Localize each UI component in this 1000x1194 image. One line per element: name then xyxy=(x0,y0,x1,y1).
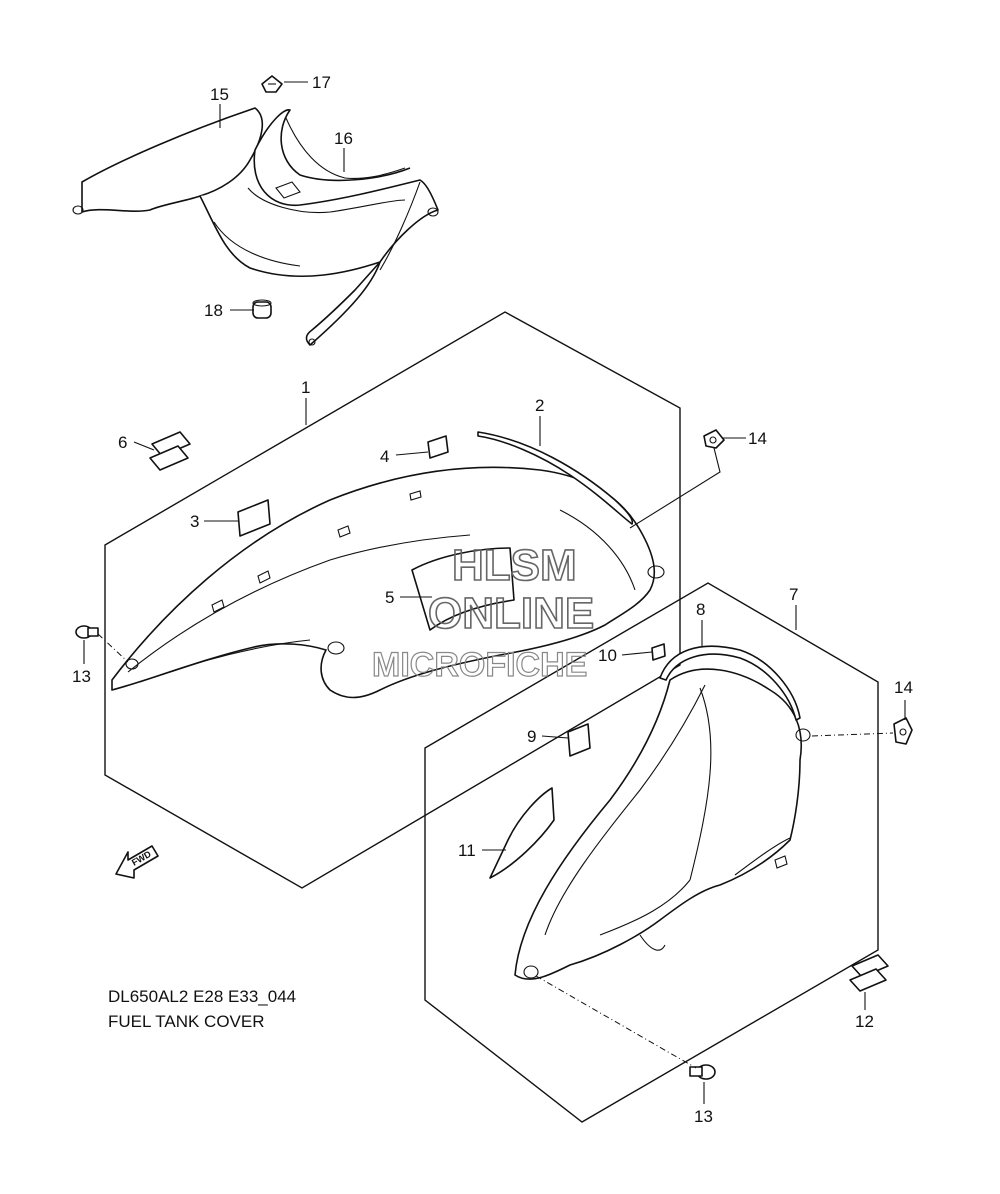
leader-lines xyxy=(83,81,906,1104)
emblem-part-12 xyxy=(849,954,889,992)
callout-5: 5 xyxy=(385,588,394,607)
model-code: DL650AL2 E28 E33_044 xyxy=(108,987,296,1006)
pad-part-10 xyxy=(651,643,666,661)
label-part-11 xyxy=(489,787,555,879)
pad-part-4 xyxy=(427,435,449,459)
callout-14-lower: 14 xyxy=(894,678,913,697)
callout-1: 1 xyxy=(301,378,310,397)
callout-17: 17 xyxy=(312,73,331,92)
callout-16: 16 xyxy=(334,129,353,148)
emblem-part-6 xyxy=(149,431,191,471)
screw-part-13-lower xyxy=(689,1064,716,1080)
callout-9: 9 xyxy=(527,727,536,746)
callout-3: 3 xyxy=(190,512,199,531)
inner-cover-part-15-16 xyxy=(72,107,439,346)
callout-13-upper: 13 xyxy=(72,667,91,686)
group-frame-7 xyxy=(424,582,879,1123)
callout-14-upper: 14 xyxy=(748,429,767,448)
watermark-line-1: HLSM xyxy=(452,541,577,590)
grommet-part-18 xyxy=(252,299,272,319)
callout-4: 4 xyxy=(380,447,389,466)
callout-12: 12 xyxy=(855,1012,874,1031)
callout-10: 10 xyxy=(598,646,617,665)
label-part-3 xyxy=(237,499,271,537)
clip-part-17 xyxy=(261,75,283,93)
watermark: HLSM ONLINE MICROFICHE xyxy=(371,540,595,684)
label-part-5 xyxy=(411,547,515,631)
callout-13-lower: 13 xyxy=(694,1107,713,1126)
fuel-tank-cover-part-1 xyxy=(111,466,665,699)
side-cover-part-7 xyxy=(514,668,811,980)
callout-11: 11 xyxy=(458,841,476,860)
diagram-title: FUEL TANK COVER xyxy=(108,1012,265,1031)
nut-part-14-upper xyxy=(703,429,725,449)
nut-part-14-lower xyxy=(893,717,913,745)
group-frame-1 xyxy=(104,311,681,889)
watermark-line-2: ONLINE xyxy=(428,589,594,638)
callout-7: 7 xyxy=(789,585,798,604)
screw-part-13-upper xyxy=(75,625,99,639)
assembly-lines xyxy=(97,447,894,1069)
callout-2: 2 xyxy=(535,396,544,415)
watermark-line-3: MICROFICHE xyxy=(372,646,587,684)
pad-part-9 xyxy=(567,723,591,757)
callout-8: 8 xyxy=(696,600,705,619)
callout-15: 15 xyxy=(210,85,229,104)
callout-18: 18 xyxy=(204,301,223,320)
callouts: 15 17 16 18 1 2 6 4 14 3 5 13 7 8 10 14 … xyxy=(72,73,913,1126)
trim-strip-part-2 xyxy=(477,431,634,525)
forward-arrow-icon: FWD xyxy=(115,845,159,879)
trim-strip-part-8 xyxy=(659,645,801,721)
callout-6: 6 xyxy=(118,433,127,452)
